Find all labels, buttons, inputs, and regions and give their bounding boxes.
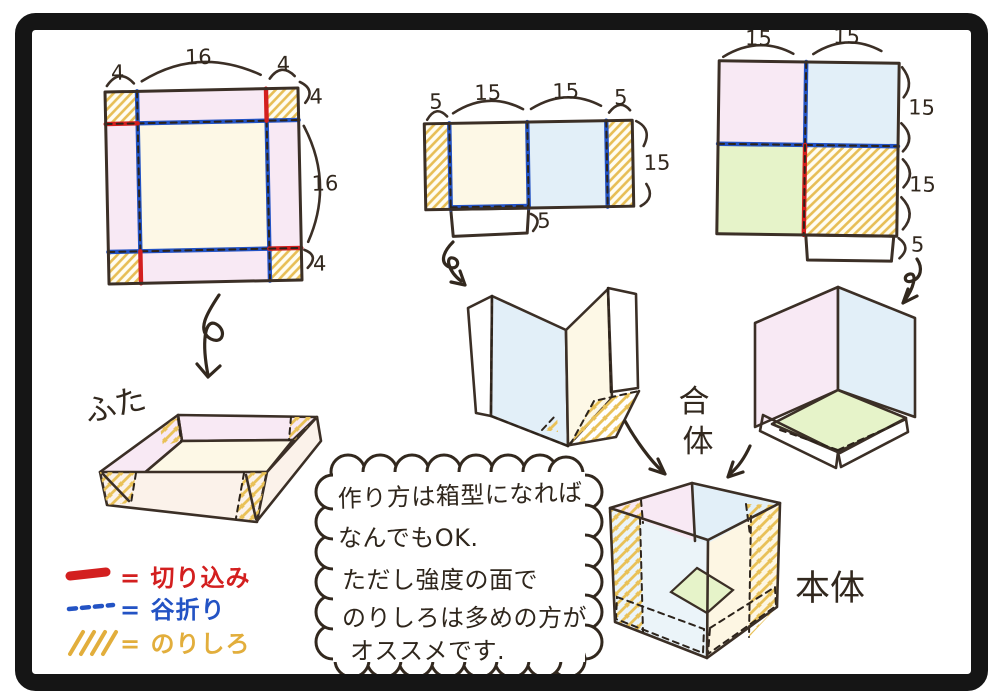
base-pattern-cut-line (801, 142, 808, 238)
lid-3d-fold-dashes (130, 416, 292, 519)
speech-bubble: 作り方は箱型になれば なんでもOK. ただし強度の面で のりしろは多めの方が オ… (314, 453, 604, 679)
box-inner-glue-right (746, 504, 780, 535)
legend-cut-line-swatch (65, 567, 111, 581)
lid-pattern-measure-arcs (105, 60, 322, 270)
lid-pattern-outline (103, 86, 304, 286)
lid-3d-drawing: ふた (81, 381, 323, 524)
body-label: 本体 (795, 569, 865, 609)
combine-label: 体 (683, 424, 714, 460)
base-pattern-panel-blue (805, 61, 900, 147)
legend-label-glue: = のりしろ (120, 630, 250, 658)
base-pattern-diagram: 15 15 15 15 5 (715, 24, 936, 263)
measurement-label: 15 (908, 95, 935, 119)
note-line: 作り方は箱型になれば (337, 479, 583, 513)
note-line: オススメです. (350, 637, 505, 665)
curly-arrow-base (901, 257, 923, 305)
base-3d-right-wall (836, 285, 917, 419)
note-line: のりしろは多めの方が (342, 604, 587, 632)
lid-3d-right-wall (255, 415, 323, 523)
measurement-label: 4 (111, 61, 125, 85)
legend-fold-line-swatch (66, 602, 116, 612)
legend: = 切り込み = 谷折り = のりしろ (65, 564, 250, 658)
lid-label: ふた (81, 381, 150, 431)
walls-3d-fold-dashes (490, 287, 640, 447)
lid-pattern-left-flap (105, 123, 141, 252)
combine-label: 合 (679, 384, 710, 420)
lid-pattern-right-flap (266, 119, 302, 249)
speech-bubble-body (333, 472, 585, 662)
lid-pattern-center-panel (105, 87, 302, 284)
wall-pattern-right-glue-tab (606, 120, 634, 207)
wall-pattern-fold-lines (447, 118, 610, 212)
wall-pattern-bottom-glue-tab (449, 206, 531, 238)
box-bottom-flap-right (706, 585, 778, 657)
lid-3d-corner-crease (244, 473, 258, 521)
measurement-label: 15 (643, 151, 670, 175)
base-pattern-panel-pink (718, 60, 807, 145)
measurement-label: 5 (429, 90, 443, 114)
measurement-label: 4 (313, 251, 327, 275)
measurement-label: 5 (537, 209, 551, 233)
box-right-glue-strip (749, 503, 780, 637)
measurement-label: 4 (309, 84, 323, 108)
base-pattern-measure-arcs (721, 41, 912, 260)
base-pattern-bottom-glue-tab (804, 233, 896, 263)
measurement-label: 16 (185, 45, 212, 70)
note-line: ただし強度の面で (342, 566, 538, 594)
measurement-label: 15 (552, 79, 579, 103)
curly-arrow-walls (441, 240, 467, 287)
lid-pattern-cut-lines (103, 86, 304, 286)
base-pattern-fold-lines (715, 59, 901, 149)
measurement-label: 15 (474, 80, 501, 104)
measurement-label: 5 (911, 232, 925, 256)
combine-arrow-left (623, 419, 664, 473)
box-solid-outline (608, 481, 782, 660)
base-3d-fold-dashes (779, 422, 899, 451)
box-bottom-flap-left (614, 595, 706, 655)
combine-arrow-left-head (648, 457, 667, 476)
wall-pattern-panel-1 (449, 122, 529, 210)
frame-border (15, 13, 988, 691)
wall-pattern-measure-arcs (425, 95, 652, 233)
combine-arrow-right-head (726, 460, 745, 479)
box-inner-back-right-wall (693, 483, 780, 542)
walls-3d-floor-flap (570, 391, 639, 445)
legend-label-cut: = 切り込み (120, 564, 250, 592)
lid-pattern-glue-corners (105, 87, 302, 284)
base-3d-front-glue-band (758, 413, 840, 470)
base-pattern-glue-panel (803, 144, 899, 237)
wall-pattern-left-glue-tab (424, 123, 451, 210)
base-pattern-outline (715, 59, 901, 238)
wall-pattern-diagram: 5 15 15 5 15 5 (422, 79, 671, 238)
wall-pattern-panel-2 (527, 120, 608, 209)
wall-pattern-outline (422, 118, 636, 212)
base-pattern-panel-green (716, 143, 806, 235)
box-inner-back-left-wall (610, 483, 695, 541)
measurement-label: 16 (311, 171, 338, 196)
walls-3d-drawing (466, 286, 641, 448)
measurement-label: 4 (277, 52, 291, 76)
lid-pattern-top-flap (137, 88, 267, 124)
lid-pattern-fold-lines (106, 89, 301, 283)
legend-glue-swatch (68, 630, 118, 656)
combine-label-group: 合 体 (623, 384, 752, 479)
base-3d-drawing (753, 285, 917, 470)
measurement-label: 15 (745, 26, 772, 50)
walls-3d-flap-edge (568, 389, 641, 447)
lid-3d-corner-crease (101, 472, 131, 503)
box-left-glue-strip (610, 508, 643, 632)
legend-label-fold: = 谷折り (120, 596, 225, 624)
lid-pattern-diagram: 4 16 4 4 16 4 (103, 45, 339, 286)
assembled-box-drawing: 本体 (608, 481, 865, 660)
curly-arrow-lid (195, 293, 225, 379)
walls-3d-left-glue-tab (466, 294, 494, 418)
measurement-label: 5 (614, 85, 628, 109)
note-line: なんでもOK. (338, 524, 479, 552)
measurement-label: 15 (909, 172, 936, 196)
combine-arrow-right (729, 444, 752, 475)
lid-pattern-bottom-flap (140, 248, 270, 284)
